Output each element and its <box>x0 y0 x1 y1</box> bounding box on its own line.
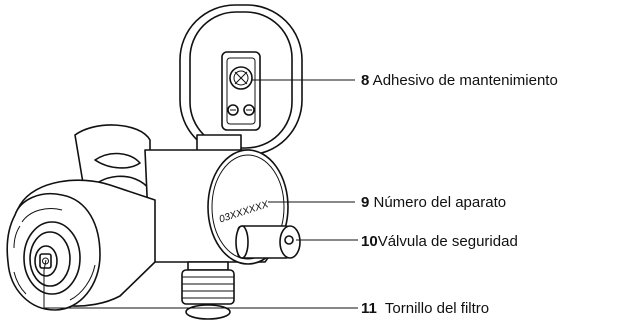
filter-screw <box>181 261 235 320</box>
callout-maintenance-sticker: 8 Adhesivo de mantenimiento <box>361 72 558 89</box>
inlet-handwheel <box>6 179 156 311</box>
leader-lines <box>43 79 358 309</box>
callout-device-number: 9 Número del aparato <box>361 194 506 211</box>
callout-safety-valve: 10Válvula de seguridad <box>361 233 518 250</box>
safety-valve <box>235 225 301 259</box>
maintenance-sticker <box>221 51 261 131</box>
rear-handle-opening <box>94 152 141 169</box>
callout-filter-screw: 11 Tornillo del filtro <box>361 300 489 317</box>
